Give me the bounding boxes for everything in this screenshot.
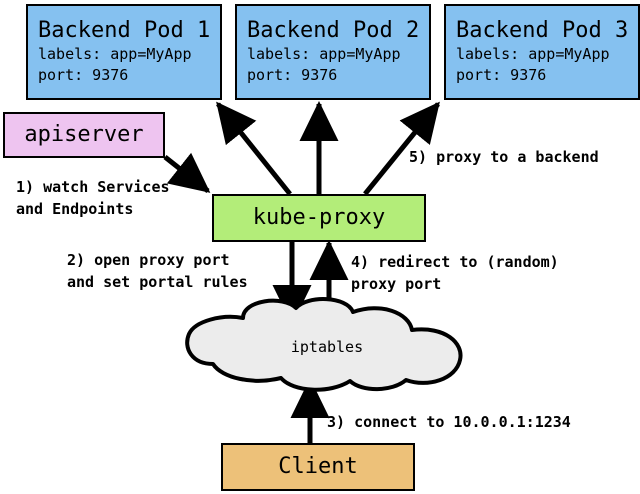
backend-pod-1[interactable]: Backend Pod 1 labels: app=MyApp port: 93… [26, 4, 222, 100]
annotation-step-3: 3) connect to 10.0.0.1:1234 [327, 413, 571, 431]
backend-pod-1-title: Backend Pod 1 [38, 17, 211, 43]
annotation-step-2-line-2: and set portal rules [67, 273, 248, 291]
annotation-step-1-line-2: and Endpoints [16, 200, 134, 218]
backend-pod-2[interactable]: Backend Pod 2 labels: app=MyApp port: 93… [235, 4, 431, 100]
backend-pod-2-title: Backend Pod 2 [247, 17, 420, 43]
client-label: Client [278, 454, 358, 479]
backend-pod-3-title: Backend Pod 3 [456, 17, 629, 43]
annotation-step-4: 4) redirect to (random) proxy port [351, 251, 559, 295]
apiserver-node[interactable]: apiserver [3, 112, 165, 158]
edge-kubeproxy-to-pod3 [363, 101, 440, 196]
annotation-step-2: 2) open proxy port and set portal rules [67, 249, 248, 293]
client-node[interactable]: Client [221, 443, 415, 491]
backend-pod-3[interactable]: Backend Pod 3 labels: app=MyApp port: 93… [444, 4, 640, 100]
kube-proxy-label: kube-proxy [252, 205, 386, 230]
edge-kubeproxy-to-pod1 [216, 101, 292, 196]
edge-apiserver-to-kubeproxy [163, 152, 211, 193]
annotation-step-4-line-1: 4) redirect to (random) [351, 253, 559, 271]
annotation-step-2-line-1: 2) open proxy port [67, 251, 230, 269]
annotation-step-1: 1) watch Services and Endpoints [16, 176, 170, 220]
annotation-step-5: 5) proxy to a backend [409, 148, 599, 166]
backend-pod-3-port: port: 9376 [456, 65, 547, 84]
backend-pod-3-labels: labels: app=MyApp [456, 44, 610, 63]
backend-pod-1-port: port: 9376 [38, 65, 129, 84]
backend-pod-2-labels: labels: app=MyApp [247, 44, 401, 63]
apiserver-label: apiserver [24, 122, 144, 147]
backend-pod-2-port: port: 9376 [247, 65, 338, 84]
annotation-step-4-line-2: proxy port [351, 275, 442, 293]
annotation-step-1-line-1: 1) watch Services [16, 178, 170, 196]
backend-pod-1-labels: labels: app=MyApp [38, 44, 192, 63]
iptables-label: iptables [290, 338, 364, 356]
kube-proxy-node[interactable]: kube-proxy [212, 194, 426, 242]
